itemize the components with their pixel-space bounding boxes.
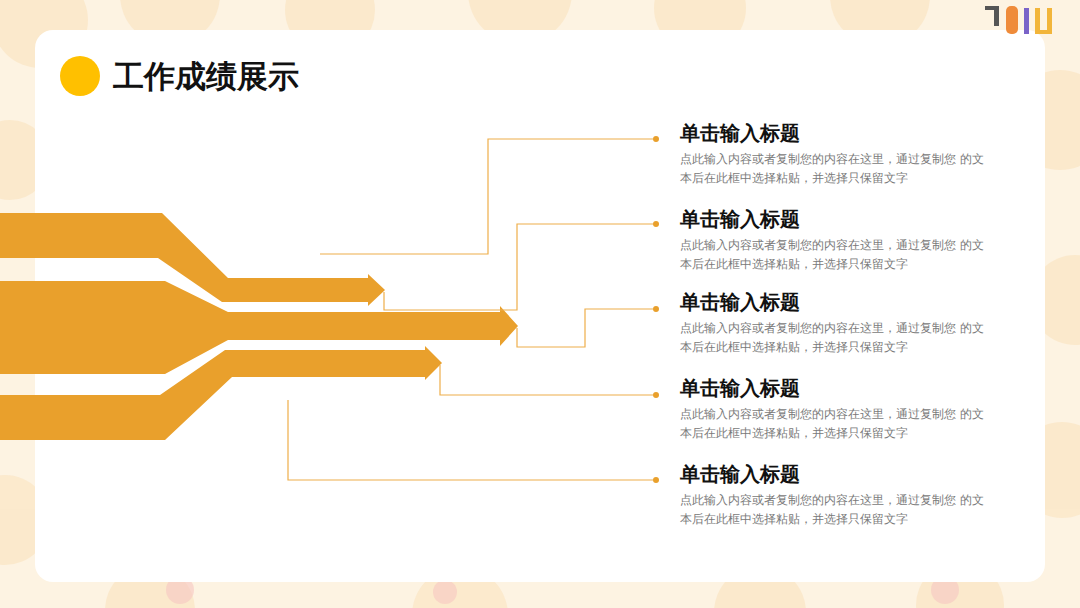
logo [985,6,1052,34]
text-item: 单击输入标题点此输入内容或者复制您的内容在这里，通过复制您 的文本后在此框中选择… [680,207,984,274]
item-heading: 单击输入标题 [680,121,984,145]
item-body: 点此输入内容或者复制您的内容在这里，通过复制您 的文本后在此框中选择粘贴，并选择… [680,236,984,274]
text-item: 单击输入标题点此输入内容或者复制您的内容在这里，通过复制您 的文本后在此框中选择… [680,462,984,529]
slide-title: 工作成绩展示 [113,56,299,96]
item-body: 点此输入内容或者复制您的内容在这里，通过复制您 的文本后在此框中选择粘贴，并选择… [680,491,984,529]
item-body: 点此输入内容或者复制您的内容在这里，通过复制您 的文本后在此框中选择粘贴，并选择… [680,405,984,443]
item-heading: 单击输入标题 [680,376,984,400]
title-bullet [60,56,100,96]
text-item: 单击输入标题点此输入内容或者复制您的内容在这里，通过复制您 的文本后在此框中选择… [680,290,984,357]
item-heading: 单击输入标题 [680,462,984,486]
merging-arrows [0,213,518,440]
item-heading: 单击输入标题 [680,207,984,231]
item-body: 点此输入内容或者复制您的内容在这里，通过复制您 的文本后在此框中选择粘贴，并选择… [680,150,984,188]
leader-lines [288,139,653,480]
item-heading: 单击输入标题 [680,290,984,314]
text-item: 单击输入标题点此输入内容或者复制您的内容在这里，通过复制您 的文本后在此框中选择… [680,121,984,188]
text-item: 单击输入标题点此输入内容或者复制您的内容在这里，通过复制您 的文本后在此框中选择… [680,376,984,443]
item-body: 点此输入内容或者复制您的内容在这里，通过复制您 的文本后在此框中选择粘贴，并选择… [680,319,984,357]
leader-dots [653,136,659,483]
